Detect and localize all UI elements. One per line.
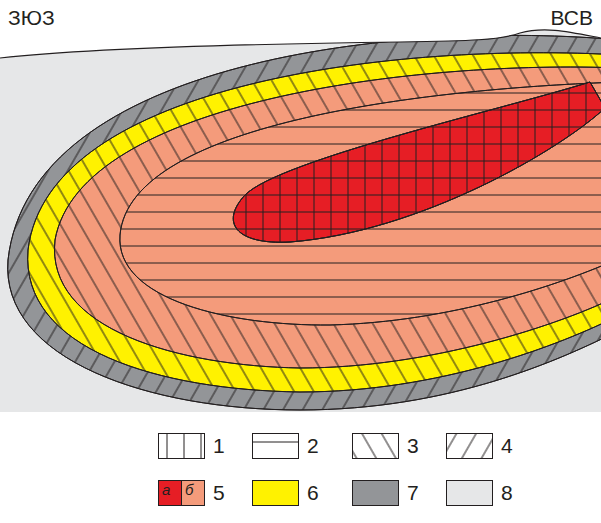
legend-number: 1 <box>213 434 225 457</box>
legend-swatch <box>252 480 299 506</box>
legend-swatch <box>158 433 205 459</box>
legend-number: 8 <box>501 481 513 504</box>
legend-swatch: б <box>181 480 205 506</box>
legend-swatch <box>352 480 399 506</box>
legend-swatch <box>446 433 493 459</box>
hatch-sample <box>447 434 492 458</box>
direction-label: ВСВ <box>551 6 593 29</box>
hatch-sample <box>159 434 204 458</box>
legend-swatch: а <box>158 480 182 506</box>
legend-number: 6 <box>307 481 319 504</box>
direction-label: ЗЮЗ <box>8 6 55 29</box>
legend-number: 5 <box>213 481 225 504</box>
legend-number: 3 <box>407 434 419 457</box>
legend-letter: б <box>182 481 204 497</box>
hatch-sample <box>353 434 398 458</box>
hatch-sample <box>253 434 298 458</box>
legend-number: 4 <box>501 434 513 457</box>
legend-number: 2 <box>307 434 319 457</box>
legend-swatch <box>252 433 299 459</box>
legend-letter: а <box>159 481 181 497</box>
legend-swatch <box>446 480 493 506</box>
legend-number: 7 <box>407 481 419 504</box>
legend-swatch <box>352 433 399 459</box>
